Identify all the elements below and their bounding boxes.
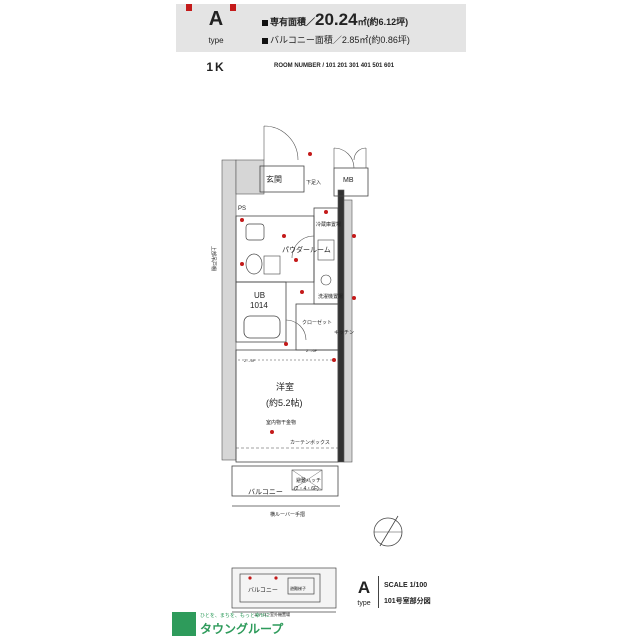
bathtub [243, 315, 281, 339]
laundry-pan [263, 255, 281, 275]
ps-label: PS [238, 206, 246, 212]
logo-name: タウングループ [200, 622, 284, 636]
compass-icon [373, 515, 403, 547]
mb-door-2 [353, 147, 367, 168]
hatch-note: (2・4・6F) [294, 486, 319, 492]
ub-label: UB [254, 291, 265, 300]
balcony-area [231, 465, 339, 497]
wash-basin [245, 223, 265, 241]
outlet-markers [240, 152, 356, 434]
type-letter: A [208, 8, 224, 30]
right-wall [337, 189, 345, 463]
balcony-area: バルコニー面積／2.85㎡(約0.86坪) [270, 35, 410, 45]
closet-area [295, 303, 339, 351]
outlet-marker [274, 576, 278, 580]
getabako-label: 下足入 [306, 180, 321, 186]
balcony-label: バルコニー [248, 488, 283, 496]
genkan-area [259, 165, 305, 193]
red-marker [186, 4, 192, 11]
mb-label: MB [343, 177, 354, 184]
walls [221, 159, 353, 463]
cabinet-label: 上部吊戸棚 [210, 246, 217, 271]
square-bullet-icon [262, 37, 268, 44]
room-numbers: ROOM NUMBER / 101 201 301 401 501 601 [274, 63, 395, 69]
hatch-cross [291, 469, 323, 491]
indoor-dryer-label: 室内物干金物 [266, 419, 296, 426]
outlet-marker [352, 234, 356, 238]
header-band [176, 4, 466, 52]
western-room [235, 349, 339, 463]
outlet-marker [332, 358, 336, 362]
powder-door [291, 235, 315, 259]
area-value: 20.24 [315, 10, 358, 29]
mini-note: エアコン室外機置場 [254, 611, 290, 617]
handrail-label: 横ルーバー手摺 [270, 511, 305, 518]
tree-logo-icon [172, 612, 196, 636]
genkan-label: 玄関 [266, 174, 282, 184]
sink [317, 239, 335, 261]
outlet-marker [240, 262, 244, 266]
ub-size: 1014 [250, 301, 268, 310]
mb-door [333, 147, 355, 169]
outlet-marker [308, 152, 312, 156]
washer-label: 洗濯機置場 [318, 293, 343, 300]
mini-hatch-label: 避難梯子 [290, 585, 306, 591]
logo-tagline: ひとを、まちを、もっと幸せに [200, 613, 270, 619]
square-bullet-icon [262, 19, 268, 26]
scale-label: SCALE 1/100 [384, 582, 428, 589]
hatch-label: 避難ハッチ [296, 477, 321, 484]
area-spec: 専有面積／20.24㎡(約6.12坪) [262, 10, 408, 30]
footer-type-letter: A [357, 578, 371, 597]
footer-type-label: type [357, 600, 371, 607]
closet-label: クローゼット [302, 319, 332, 326]
outlet-marker [300, 290, 304, 294]
partial-plan [231, 567, 337, 613]
outlet-marker [282, 234, 286, 238]
ps-wall [235, 159, 265, 195]
kitchen-label: キッチン [334, 330, 354, 336]
mb-area [333, 167, 369, 197]
company-logo: ひとを、まちを、もっと幸せに タウングループ [172, 612, 292, 636]
outlet-marker [324, 210, 328, 214]
red-marker [230, 4, 236, 11]
outlet-marker [352, 296, 356, 300]
entrance-door [263, 125, 299, 161]
partial-plan-label: 101号室部分図 [384, 598, 431, 605]
outlet-marker [248, 576, 252, 580]
western-room-label: 洋室 [276, 381, 294, 392]
stove-burner [320, 274, 332, 286]
powder-label: パウダールーム [282, 245, 331, 254]
footer-divider [378, 576, 379, 608]
type-label: type [208, 36, 224, 45]
ceiling-note: Z→6F [306, 348, 318, 353]
area-label: 専有面積／ [270, 17, 316, 27]
area-unit: ㎡(約6.12坪) [357, 17, 409, 27]
outlet-marker [294, 258, 298, 262]
curtain-box-label: カーテンボックス [290, 439, 330, 446]
outlet-marker [284, 342, 288, 346]
balcony-spec: バルコニー面積／2.85㎡(約0.86坪) [262, 33, 410, 46]
left-wall [221, 159, 237, 461]
western-room-size: (約5.2帖) [266, 397, 303, 408]
fridge-label: 冷蔵庫置場 [316, 221, 341, 228]
outlet-marker [270, 430, 274, 434]
bath-door [285, 319, 307, 341]
unit-bath [235, 281, 287, 343]
toilet [245, 253, 263, 275]
escape-hatch [291, 469, 323, 491]
mini-balcony-label: バルコニー [248, 587, 278, 594]
right-wall-outer [343, 199, 353, 463]
plan-type: 1K [206, 60, 226, 74]
outlet-marker [240, 218, 244, 222]
ceiling-note: Z→5F [244, 358, 256, 363]
